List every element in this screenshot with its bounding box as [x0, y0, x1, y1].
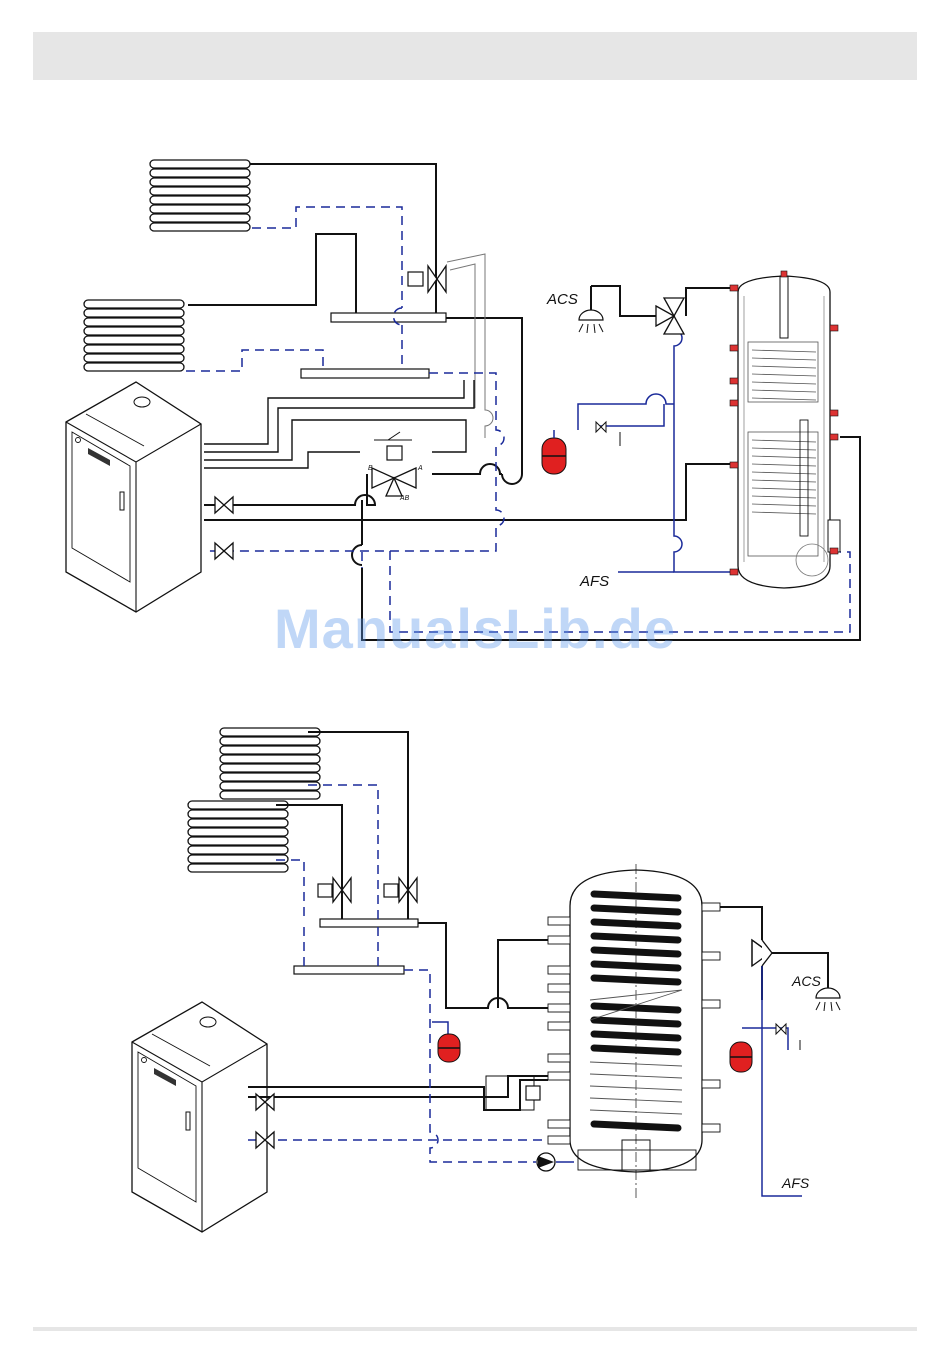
diagram-bottom: ACS AFS — [132, 728, 840, 1232]
dhw-diverter-valve — [656, 298, 684, 334]
radiator-upper-2 — [220, 728, 320, 799]
afs-label-bottom: AFS — [781, 1175, 810, 1191]
supply-manifold-2 — [320, 919, 418, 927]
acs-label-top: ACS — [546, 291, 578, 308]
shower-icon — [579, 310, 603, 333]
circulation-pump-2 — [537, 1153, 555, 1171]
buffer-tank-2 — [548, 864, 720, 1200]
acs-label-bottom: ACS — [791, 973, 821, 989]
return-manifold-2 — [294, 966, 404, 974]
port-b-label: B — [368, 465, 373, 472]
expansion-vessel-top — [542, 430, 566, 474]
radiator-lower-2 — [188, 801, 288, 872]
radiator-upper — [150, 160, 250, 231]
shower-icon-2 — [816, 988, 840, 1011]
hydraulic-separator-2 — [486, 1076, 540, 1110]
radiator-lower — [84, 300, 184, 371]
dhw-diverter-valve-2 — [752, 940, 772, 966]
zone-valves-2 — [318, 878, 417, 902]
expansion-vessel-2b — [730, 1042, 752, 1072]
supply-manifold — [331, 313, 446, 322]
afs-label-top: AFS — [579, 573, 609, 590]
diagram-top: B A AB ACS AFS — [66, 160, 860, 640]
zone-valve — [408, 266, 446, 292]
port-a-label: A — [417, 465, 423, 472]
expansion-vessel-2a — [438, 1034, 460, 1062]
boiler-unit-2 — [132, 1002, 267, 1232]
boiler-valve-return — [215, 543, 233, 559]
watermark: ManualsLib.de — [0, 596, 950, 661]
dhw-tank-top — [730, 271, 840, 588]
return-manifold — [301, 369, 429, 378]
footer-line — [33, 1327, 917, 1331]
three-way-valve: B A AB — [368, 432, 423, 502]
boiler-valve-supply — [215, 497, 233, 513]
boiler-unit — [66, 382, 201, 612]
port-ab-label: AB — [399, 495, 410, 502]
